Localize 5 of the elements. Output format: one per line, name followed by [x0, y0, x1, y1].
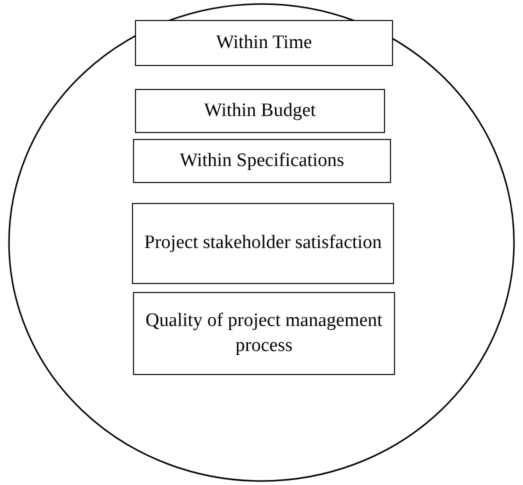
criterion-box: Project stakeholder satisfaction [132, 203, 394, 284]
criterion-box: Quality of project management process [133, 292, 395, 375]
criterion-box: Within Specifications [133, 139, 391, 183]
criterion-box: Within Time [135, 20, 393, 66]
criterion-box: Within Budget [135, 89, 385, 133]
